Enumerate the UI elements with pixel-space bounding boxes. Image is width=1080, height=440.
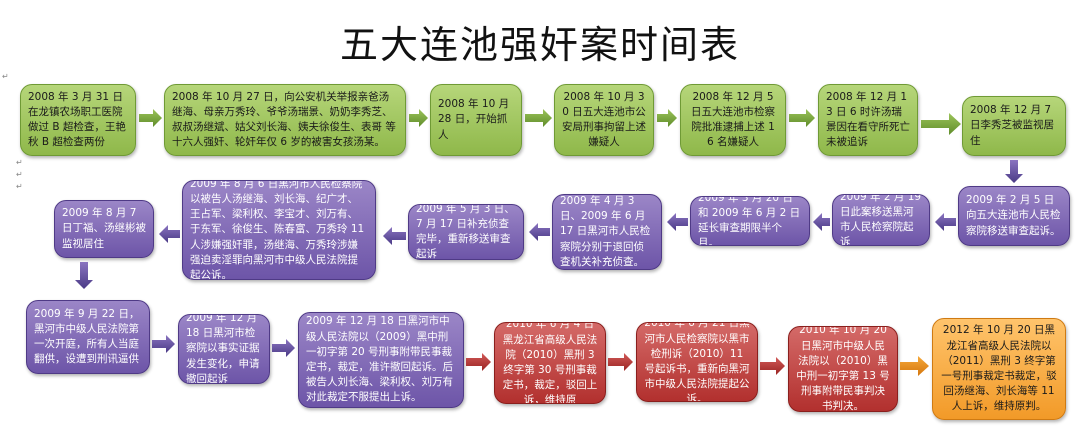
event-text: 2009 年 3 月 20 日和 2009 年 6 月 2 日延长审查期限半个月… [698,196,801,246]
event-box-15: 2009 年 9 月 22 日，黑河市中级人民法院第一次开庭，所有人当庭翻供，设… [26,300,150,374]
event-box-17: 2009 年 12 月 18 日黑河市中级人民法院以（2009）黑中刑一初字第 … [298,312,464,408]
arrow-left [813,213,830,231]
event-text: 2010 年 6 月 21 日黑河市人民检察院以黑市检刑诉（2010）11 号起… [644,322,750,402]
event-text: 2009 年 8 月 6 日黑河市人民检察院以被告人汤继海、刘长海、纪广才、王占… [190,180,365,280]
arrow-left [935,213,956,231]
event-box-6: 2008 年 12 月 13 日 6 时许汤瑞景因在看守所死亡未被追诉 [818,84,918,156]
event-text: 2010 年 6 月 4 日黑龙江省高级人民法院（2010）黑刑 3 终字第 3… [502,322,598,404]
arrow-left [529,223,550,241]
event-text: 2009 年 2 月 19 日此案移送黑河市人民检察院起诉 [840,194,922,246]
event-text: 2009 年 12 月 18 日黑河市检察院以事实证据发生变化，申请撤回起诉 [186,314,260,384]
event-box-4: 2008 年 10 月 30 日五大连池市公安局刑事拘留上述嫌疑人 [554,84,654,156]
paragraph-mark-icon: ↵ [16,182,23,191]
event-box-3: 2008 年 10 月 28 日，开始抓人 [430,84,522,156]
event-text: 2008 年 12 月 13 日 6 时许汤瑞景因在看守所死亡未被追诉 [826,90,910,149]
arrow-right [921,113,961,135]
event-box-2: 2008 年 10 月 27 日，向公安机关举报亲爸汤继海、母亲万秀玲、爷爷汤瑞… [164,84,406,156]
event-box-16: 2009 年 12 月 18 日黑河市检察院以事实证据发生变化，申请撤回起诉 [178,314,270,384]
arrow-right [152,335,175,353]
paragraph-mark-icon: ↵ [16,158,23,167]
event-box-5: 2008 年 12 月 5 日五大连池市检察院批准逮捕上述 16 名嫌疑人 [680,84,786,156]
arrow-right [525,109,552,127]
event-text: 2008 年 3 月 31 日在龙镇农场职工医院做过 B 超检查，王艳秋 B 超… [28,90,126,149]
event-box-10: 2009 年 3 月 20 日和 2009 年 6 月 2 日延长审查期限半个月… [690,196,810,246]
event-box-13: 2009 年 8 月 6 日黑河市人民检察院以被告人汤继海、刘长海、纪广才、王占… [182,180,376,280]
event-text: 2009 年 12 月 18 日黑河市中级人民法院以（2009）黑中刑一初字第 … [306,315,453,404]
event-box-1: 2008 年 3 月 31 日在龙镇农场职工医院做过 B 超检查，王艳秋 B 超… [20,84,136,156]
page-title: 五大连池强奸案时间表 [339,23,740,67]
event-box-8: 2009 年 2 月 5 日向五大连池市人民检察院移送审查起诉。 [958,186,1070,246]
event-box-11: 2009 年 4 月 3 日、2009 年 6 月 17 日黑河市人民检察院分别… [552,194,662,270]
arrow-right [760,357,785,375]
arrow-right [409,109,428,127]
arrow-left [159,225,180,243]
event-text: 2009 年 8 月 7 日丁福、汤继彬被监视居住 [62,207,146,250]
event-text: 2009 年 5 月 3 日、7 月 17 日补充侦查完毕，重新移送审查起诉 [416,204,515,260]
event-text: 2009 年 2 月 5 日向五大连池市人民检察院移送审查起诉。 [966,194,1061,237]
paragraph-mark-icon: ↵ [2,72,9,81]
event-box-12: 2009 年 5 月 3 日、7 月 17 日补充侦查完毕，重新移送审查起诉 [408,204,524,260]
event-box-21: 2012 年 10 月 20 日黑龙江省高级人民法院以（2011）黑刑 3 终字… [932,318,1066,420]
arrow-right [466,353,491,371]
arrow-right [789,109,815,127]
event-box-7: 2008 年 12 月 7 日李秀芝被监视居住 [962,96,1066,156]
event-text: 2008 年 12 月 5 日五大连池市检察院批准逮捕上述 16 名嫌疑人 [691,90,775,149]
event-text: 2008 年 10 月 27 日，向公安机关举报亲爸汤继海、母亲万秀玲、爷爷汤瑞… [172,90,396,149]
event-text: 2010 年 10 月 20 日黑河市中级人民法院以（2010）黑中刑一初字第 … [796,326,890,412]
event-text: 2008 年 10 月 30 日五大连池市公安局刑事拘留上述嫌疑人 [562,90,646,149]
event-text: 2008 年 10 月 28 日，开始抓人 [438,98,510,141]
arrow-right [272,339,295,357]
event-box-9: 2009 年 2 月 19 日此案移送黑河市人民检察院起诉 [832,194,930,246]
arrow-left [383,227,406,245]
event-text: 2009 年 4 月 3 日、2009 年 6 月 17 日黑河市人民检察院分别… [560,194,651,268]
event-box-14: 2009 年 8 月 7 日丁福、汤继彬被监视居住 [54,200,154,258]
arrow-right [139,109,162,127]
arrow-right [657,109,677,127]
event-text: 2009 年 9 月 22 日，黑河市中级人民法院第一次开庭，所有人当庭翻供，设… [34,307,140,366]
arrow-right [900,356,929,376]
paragraph-mark-icon: ↵ [16,170,23,179]
arrow-down [75,262,93,289]
event-box-20: 2010 年 10 月 20 日黑河市中级人民法院以（2010）黑中刑一初字第 … [788,326,898,412]
arrow-down [1005,160,1023,183]
event-box-19: 2010 年 6 月 21 日黑河市人民检察院以黑市检刑诉（2010）11 号起… [636,322,758,402]
event-text: 2008 年 12 月 7 日李秀芝被监视居住 [970,104,1054,147]
arrow-right [608,353,633,371]
event-box-18: 2010 年 6 月 4 日黑龙江省高级人民法院（2010）黑刑 3 终字第 3… [494,322,606,404]
arrow-left [667,213,688,231]
event-text: 2012 年 10 月 20 日黑龙江省高级人民法院以（2011）黑刑 3 终字… [941,324,1057,413]
